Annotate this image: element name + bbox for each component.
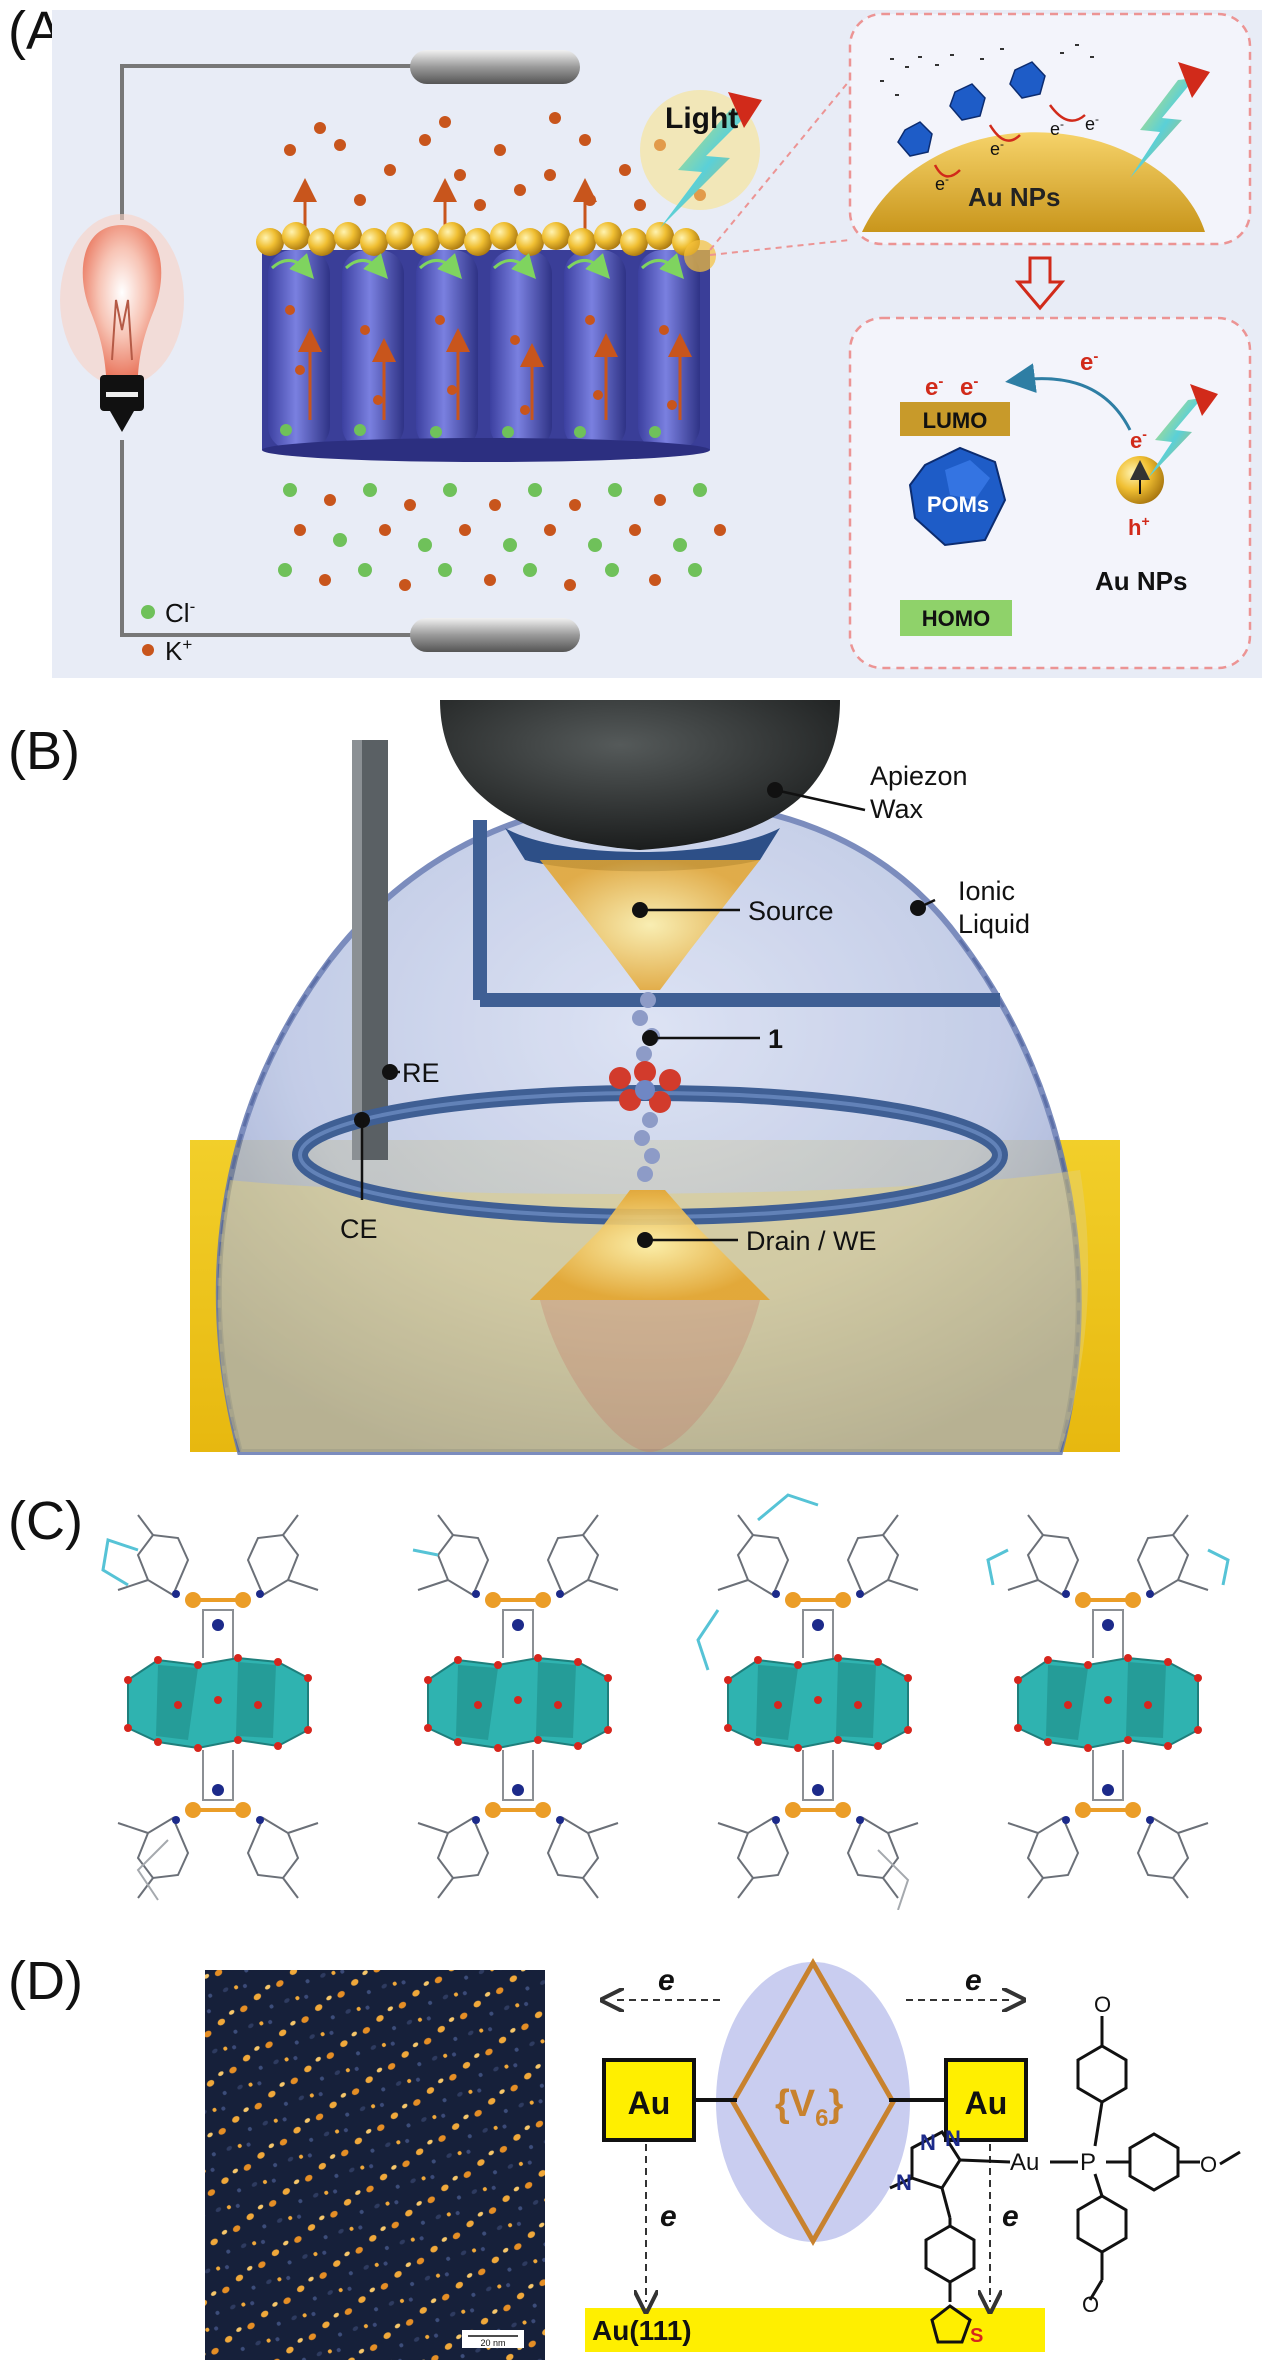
nanochannel-membrane (262, 250, 710, 462)
cluster-structure-1 (101, 1513, 320, 1901)
au111-substrate (585, 2308, 1045, 2352)
liquid-lower-region (218, 1170, 1089, 1452)
drain-label: Drain / WE (746, 1226, 877, 1256)
light-bolt-icon (640, 90, 762, 228)
ion-legend (141, 605, 155, 656)
panel-c-label: (C) (8, 1491, 83, 1551)
label-leaders (640, 788, 936, 1242)
methoxy-o-bottom: O (1082, 2292, 1099, 2317)
poms-label: POMs (927, 492, 989, 517)
panel-d-label: (D) (8, 1951, 83, 2011)
scale-bar-box (462, 2330, 524, 2348)
homo-label: HOMO (922, 606, 990, 631)
legend-chloride: Cl- (165, 597, 195, 628)
pom-clusters-inset (897, 61, 1046, 157)
lumo-label: LUMO (923, 408, 988, 433)
e-label-down-right: e (1002, 2200, 1019, 2233)
v6-diamond (730, 1957, 896, 2247)
inset-light-bolt-icon (1130, 62, 1210, 178)
molecule-chain (609, 992, 681, 1182)
panel-c-figure (101, 1493, 1230, 1910)
electron-transfer-arrows (271, 253, 684, 279)
ion-flow-arrows-channels (298, 328, 692, 420)
homo-box (900, 600, 1012, 636)
triazole-ring (889, 2130, 1011, 2219)
inset-electron-3: e- (1050, 117, 1064, 139)
light-bulb-icon (60, 214, 184, 432)
ion-flow-arrows-top (293, 178, 597, 230)
phenyl-thiophene-chain (924, 2218, 976, 2344)
panel-d-figure: 20 nm {V6} e e Au Au Au(111) e e N N N A… (205, 1957, 1241, 2360)
gold-nanoparticle-layer (256, 222, 716, 272)
lumo-electron-2: e- (960, 373, 978, 401)
transfer-electron: e- (1080, 348, 1098, 376)
ions-below-membrane (278, 483, 726, 591)
apiezon-label-line2: Wax (870, 794, 923, 824)
phosphorus-label: P (1080, 2149, 1096, 2176)
v6-ellipse (716, 1962, 910, 2242)
pom-cluster-icon (908, 446, 1007, 547)
panel-b-label: (B) (8, 721, 80, 781)
n-atom-2: N (945, 2126, 961, 2151)
panel-b-figure: Apiezon Wax Ionic Liquid Source 1 RE CE … (190, 700, 1120, 1455)
electron-transfer-arrow (1005, 363, 1132, 431)
inset-electron-2: e- (990, 137, 1004, 159)
ionic-liquid-label-line2: Liquid (958, 909, 1030, 939)
inset-connector-line-bottom (709, 239, 851, 256)
apiezon-wax (440, 700, 840, 850)
e-label-down-left: e (660, 2200, 677, 2233)
au111-label: Au(111) (592, 2315, 692, 2346)
apiezon-label-line1: Apiezon (870, 761, 968, 791)
au-left-label: Au (628, 2085, 671, 2121)
au-np-sphere-icon (1116, 384, 1218, 504)
cluster-structure-2 (412, 1513, 620, 1900)
n-atom-3: N (896, 2170, 912, 2195)
au-hole: h+ (1128, 513, 1150, 540)
inset-electron-4: e- (1085, 112, 1099, 134)
panel-a-figure: Light Cl- K+ Au NPs e- e- e- e- (52, 10, 1262, 678)
sulfur-atom: S (970, 2325, 983, 2347)
circuit-wire (120, 64, 414, 637)
source-label: Source (748, 896, 834, 926)
light-label: Light (665, 102, 738, 135)
inset-au-nps-label: Au NPs (968, 182, 1060, 212)
molecule-label: 1 (768, 1024, 783, 1054)
n-atom-1: N (920, 2130, 936, 2155)
cluster-structure-4 (986, 1513, 1230, 1900)
phenyl-rings (1076, 2016, 1200, 2301)
bottom-electrode (410, 618, 580, 652)
au-nanoparticle-surface (862, 132, 1205, 232)
stm-image (205, 1970, 545, 2360)
au-electron: e- (1130, 426, 1147, 453)
ionic-liquid-label-line1: Ionic (958, 876, 1015, 906)
inset-dots (880, 44, 1094, 96)
methoxy-o-top: O (1094, 1992, 1111, 2017)
e-label-left: e (658, 1964, 675, 1997)
au-chain-label: Au (1010, 2149, 1039, 2176)
lumo-box (900, 402, 1010, 436)
ions-in-channels (280, 305, 677, 438)
inset-electron-1: e- (935, 172, 949, 194)
ce-label: CE (340, 1214, 378, 1244)
source-electrode-tip (540, 860, 760, 990)
v6-label: {V6} (775, 2083, 844, 2132)
methoxy-o-right: O (1200, 2152, 1217, 2177)
legend-potassium: K+ (165, 635, 192, 666)
e-label-right: e (965, 1964, 982, 1997)
inset-electron-arrows (933, 104, 1086, 178)
inset-connector-line-top (709, 79, 851, 251)
cluster-structure-3 (696, 1493, 920, 1910)
process-arrow-icon (1014, 256, 1066, 311)
scale-bar-label: 20 nm (480, 2338, 505, 2348)
top-electrode (410, 50, 580, 84)
au-nps-label: Au NPs (1095, 566, 1187, 596)
au-right-label: Au (965, 2085, 1008, 2121)
lumo-electron-1: e- (925, 373, 943, 401)
re-label: RE (402, 1058, 440, 1088)
